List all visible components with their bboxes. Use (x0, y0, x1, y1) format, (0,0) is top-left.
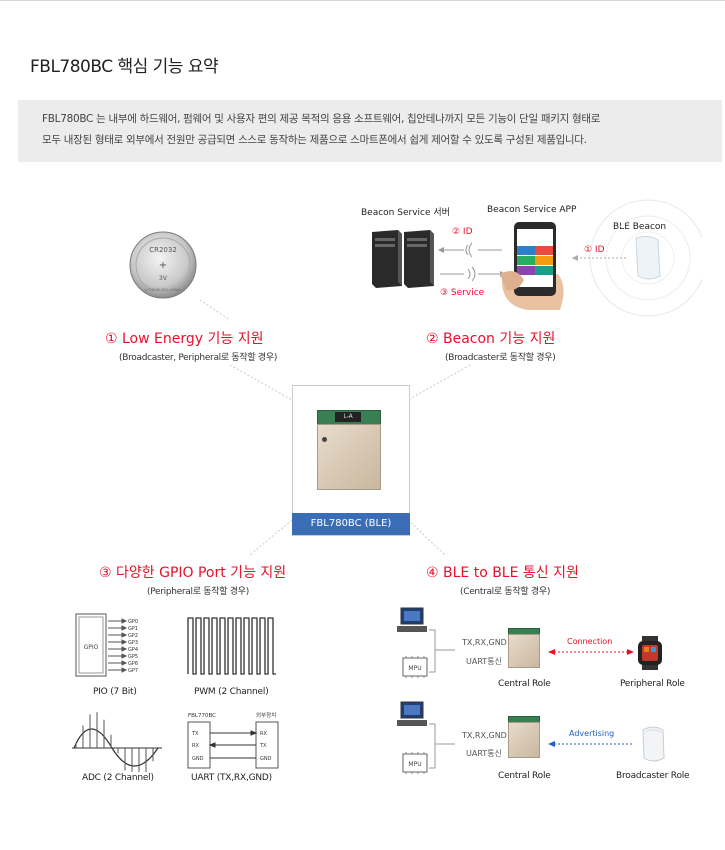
uart-left-pin: TX (191, 731, 199, 737)
summary-box: FBL780BC 는 내부에 하드웨어, 펌웨어 및 사용자 편의 제공 목적의… (18, 100, 722, 162)
pwm-waveform (187, 617, 276, 675)
section-gpio-sub: (Peripheral로 동작할 경우) (147, 587, 249, 597)
wire-label-top: TX,RX,GND (462, 638, 507, 647)
summary-line-1: FBL780BC 는 내부에 하드웨어, 펌웨어 및 사용자 편의 제공 목적의… (42, 113, 601, 125)
uart-right-pin: GND (260, 756, 272, 762)
section-low-energy-sub: (Broadcaster, Peripheral로 동작할 경우) (119, 353, 278, 363)
uart-caption: UART (TX,RX,GND) (191, 773, 272, 783)
page-title: FBL780BC 핵심 기능 요약 (30, 57, 219, 77)
broadcaster-role: Broadcaster Role (616, 771, 690, 781)
uart-label-bottom: UART통신 (466, 749, 502, 758)
uart-right-pin: TX (259, 743, 267, 749)
gpio-pin: GP3 (128, 640, 138, 646)
section-low-energy-title: ① Low Energy 기능 지원 (105, 331, 264, 347)
uart-right-title: 외부장치 (256, 711, 276, 719)
summary-line-2: 모두 내장된 형태로 외부에서 전원만 공급되면 스스로 동작하는 제품으로 스… (42, 134, 587, 146)
ble-beacon-label: BLE Beacon (613, 222, 667, 232)
mpu-label: MPU (408, 665, 421, 672)
coin-cell-battery-icon: CR2032 + 3V LITHIUM CELL JAPAN (129, 231, 197, 299)
wire-label-bottom: TX,RX,GND (462, 731, 507, 740)
peripheral-role: Peripheral Role (620, 679, 685, 689)
adc-caption: ADC (2 Channel) (82, 773, 154, 783)
gpio-pin: GP6 (128, 661, 138, 667)
advertising-arrow (548, 741, 634, 747)
battery-rim-text: LITHIUM CELL JAPAN (145, 288, 181, 292)
pwm-caption: PWM (2 Channel) (194, 687, 269, 697)
central-module-bottom (508, 722, 540, 758)
uart-left-pin: RX (192, 743, 199, 749)
central-role-top: Central Role (498, 679, 551, 689)
uart-diagram: FBL770BC 외부장치 TX RX GND RX TX GND (187, 711, 279, 769)
uart-right-pin: RX (260, 731, 267, 737)
pio-caption: PIO (7 Bit) (93, 687, 137, 697)
beacon-step1-id: ① ID (584, 245, 605, 255)
server-icon (372, 230, 434, 288)
connection-label: Connection (567, 637, 613, 646)
gpio-pin: GP5 (128, 654, 138, 660)
top-divider (0, 0, 725, 1)
advertising-label: Advertising (569, 729, 615, 738)
module-label: FBL780BC (BLE) (292, 513, 410, 535)
gpio-pin: GP0 (128, 619, 138, 625)
section-beacon-sub: (Broadcaster로 동작할 경우) (445, 353, 556, 363)
section-ble2ble-title: ④ BLE to BLE 통신 지원 (426, 565, 579, 581)
central-module-top (508, 634, 540, 668)
uart-label-top: UART통신 (466, 657, 502, 666)
section-beacon-title: ② Beacon 기능 지원 (426, 331, 556, 347)
gpio-pin: GP2 (128, 633, 138, 639)
beacon-server-label: Beacon Service 서버 (361, 208, 450, 218)
module-pin1-dot (322, 437, 327, 442)
uart-left-title: FBL770BC (188, 713, 216, 719)
pc-mpu-icon-bottom: MPU (397, 701, 455, 774)
smartwatch-icon (638, 636, 662, 670)
central-role-bottom: Central Role (498, 771, 551, 781)
mpu-label: MPU (408, 761, 421, 768)
beacon-step3-service: ③ Service (440, 288, 485, 298)
adc-waveform (72, 712, 162, 772)
battery-model: CR2032 (149, 246, 177, 254)
gpio-box-label: GPIO (84, 644, 99, 651)
uart-left-pin: GND (192, 756, 204, 762)
gpio-pin: GP4 (128, 647, 138, 653)
battery-plus: + (159, 260, 167, 271)
section-ble2ble-sub: (Central로 동작할 경우) (460, 587, 551, 597)
ble-beacon-device-icon (642, 726, 665, 762)
gpio-pin: GP7 (128, 668, 138, 674)
battery-voltage: 3V (159, 275, 168, 282)
module-shield (317, 424, 381, 490)
gpio-pin: GP1 (128, 626, 138, 632)
beacon-signal-rings-icon (572, 199, 702, 317)
smartphone-hand-icon (500, 222, 564, 310)
pio-diagram: GPIO GP0 GP1 GP2 GP3 GP4 GP5 GP6 GP7 (75, 613, 138, 677)
connection-arrow (548, 649, 634, 655)
beacon-app-label: Beacon Service APP (487, 205, 577, 215)
module-chip-marking: L-A (335, 412, 361, 422)
section-gpio-title: ③ 다양한 GPIO Port 기능 지원 (99, 565, 287, 581)
beacon-step2-id: ② ID (452, 227, 473, 237)
pc-mpu-icon-top: MPU (397, 607, 455, 678)
